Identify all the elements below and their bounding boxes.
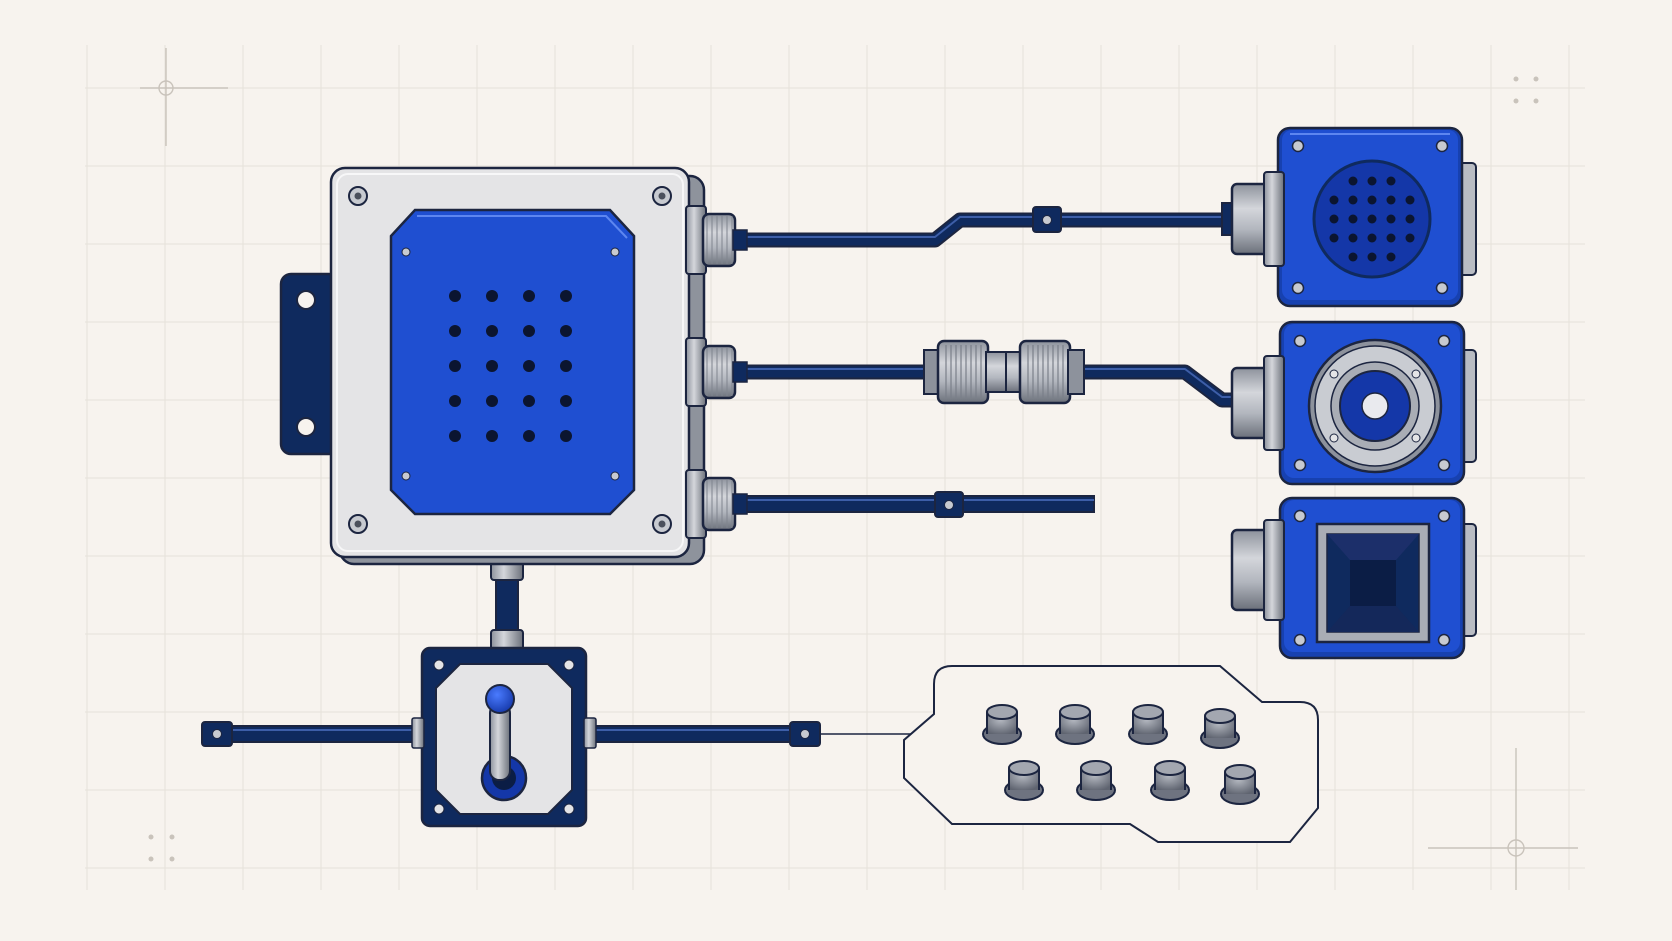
speaker-hole (1348, 176, 1358, 186)
speaker-hole (1386, 195, 1396, 205)
speaker-grill-panel (389, 208, 636, 516)
speaker-hole (1329, 233, 1339, 243)
grill-hole (486, 290, 498, 302)
registration-mark-top-left (140, 48, 228, 146)
speaker-hole (1348, 252, 1358, 262)
toggle-switch-unit[interactable] (411, 646, 597, 828)
inline-coupler[interactable] (923, 339, 1085, 405)
push-button-icon[interactable] (1128, 704, 1168, 745)
cable-open-end[interactable] (741, 491, 1095, 518)
speaker-hole (1367, 233, 1377, 243)
push-buttons[interactable] (982, 704, 1260, 805)
cable-to-speaker[interactable] (742, 206, 1225, 248)
speaker-grill-holes (1329, 176, 1415, 262)
tweeter-module[interactable] (1230, 320, 1477, 486)
cable-clip (934, 491, 964, 518)
grill-hole (523, 290, 535, 302)
grill-hole (560, 360, 572, 372)
grill-hole (449, 395, 461, 407)
push-button-icon[interactable] (1200, 708, 1240, 749)
cable-gland (685, 205, 748, 275)
horn-module[interactable] (1230, 496, 1477, 660)
speaker-hole (1329, 195, 1339, 205)
cable-box-to-switch[interactable] (490, 559, 524, 651)
speaker-hole (1386, 214, 1396, 224)
speaker-hole (1367, 195, 1377, 205)
grill-hole (486, 325, 498, 337)
screw-icon (348, 186, 672, 534)
grill-hole (523, 360, 535, 372)
cable-gland (685, 337, 748, 407)
speaker-hole (1405, 233, 1415, 243)
push-button-icon[interactable] (1220, 764, 1260, 805)
cable-gland-icon (1221, 171, 1285, 267)
cable-horizontal-left[interactable] (201, 721, 423, 747)
grill-holes (449, 290, 572, 442)
speaker-module[interactable] (1221, 126, 1477, 308)
speaker-hole (1367, 176, 1377, 186)
cable-gland-icon (1230, 355, 1285, 451)
grill-hole (523, 430, 535, 442)
speaker-hole (1367, 214, 1377, 224)
speaker-hole (1348, 195, 1358, 205)
push-button-icon[interactable] (982, 704, 1022, 745)
grill-hole (523, 325, 535, 337)
grill-hole (560, 395, 572, 407)
speaker-hole (1329, 214, 1339, 224)
registration-dots-top-right (1513, 76, 1539, 104)
push-button-panel[interactable] (903, 665, 1319, 843)
push-button-icon[interactable] (1150, 760, 1190, 801)
cable-gland (685, 469, 748, 539)
registration-dots-bottom-left (148, 834, 175, 862)
cable-gland-icon (685, 205, 748, 539)
grill-hole (486, 430, 498, 442)
speaker-hole (1367, 252, 1377, 262)
grill-hole (449, 430, 461, 442)
speaker-hole (1386, 252, 1396, 262)
speaker-hole (1405, 195, 1415, 205)
speaker-hole (1405, 214, 1415, 224)
grill-hole (560, 430, 572, 442)
speaker-hole (1348, 214, 1358, 224)
toggle-switch-icon[interactable] (480, 684, 528, 802)
registration-mark-bottom-right (1428, 748, 1578, 890)
push-button-icon[interactable] (1004, 760, 1044, 801)
speaker-hole (1386, 233, 1396, 243)
speaker-hole (1386, 176, 1396, 186)
grill-hole (560, 290, 572, 302)
push-button-icon[interactable] (1055, 704, 1095, 745)
grill-hole (449, 360, 461, 372)
grill-hole (449, 290, 461, 302)
push-button-icon[interactable] (1076, 760, 1116, 801)
speaker-hole (1348, 233, 1358, 243)
cable-clip (1032, 206, 1062, 233)
grill-hole (486, 395, 498, 407)
cable-horizontal-right[interactable] (591, 721, 912, 747)
coupler-icon (923, 339, 1085, 405)
grill-hole (486, 360, 498, 372)
grill-hole (449, 325, 461, 337)
grill-hole (523, 395, 535, 407)
grill-hole (560, 325, 572, 337)
cable-gland-icon (1230, 519, 1285, 621)
main-junction-box[interactable] (279, 166, 748, 566)
